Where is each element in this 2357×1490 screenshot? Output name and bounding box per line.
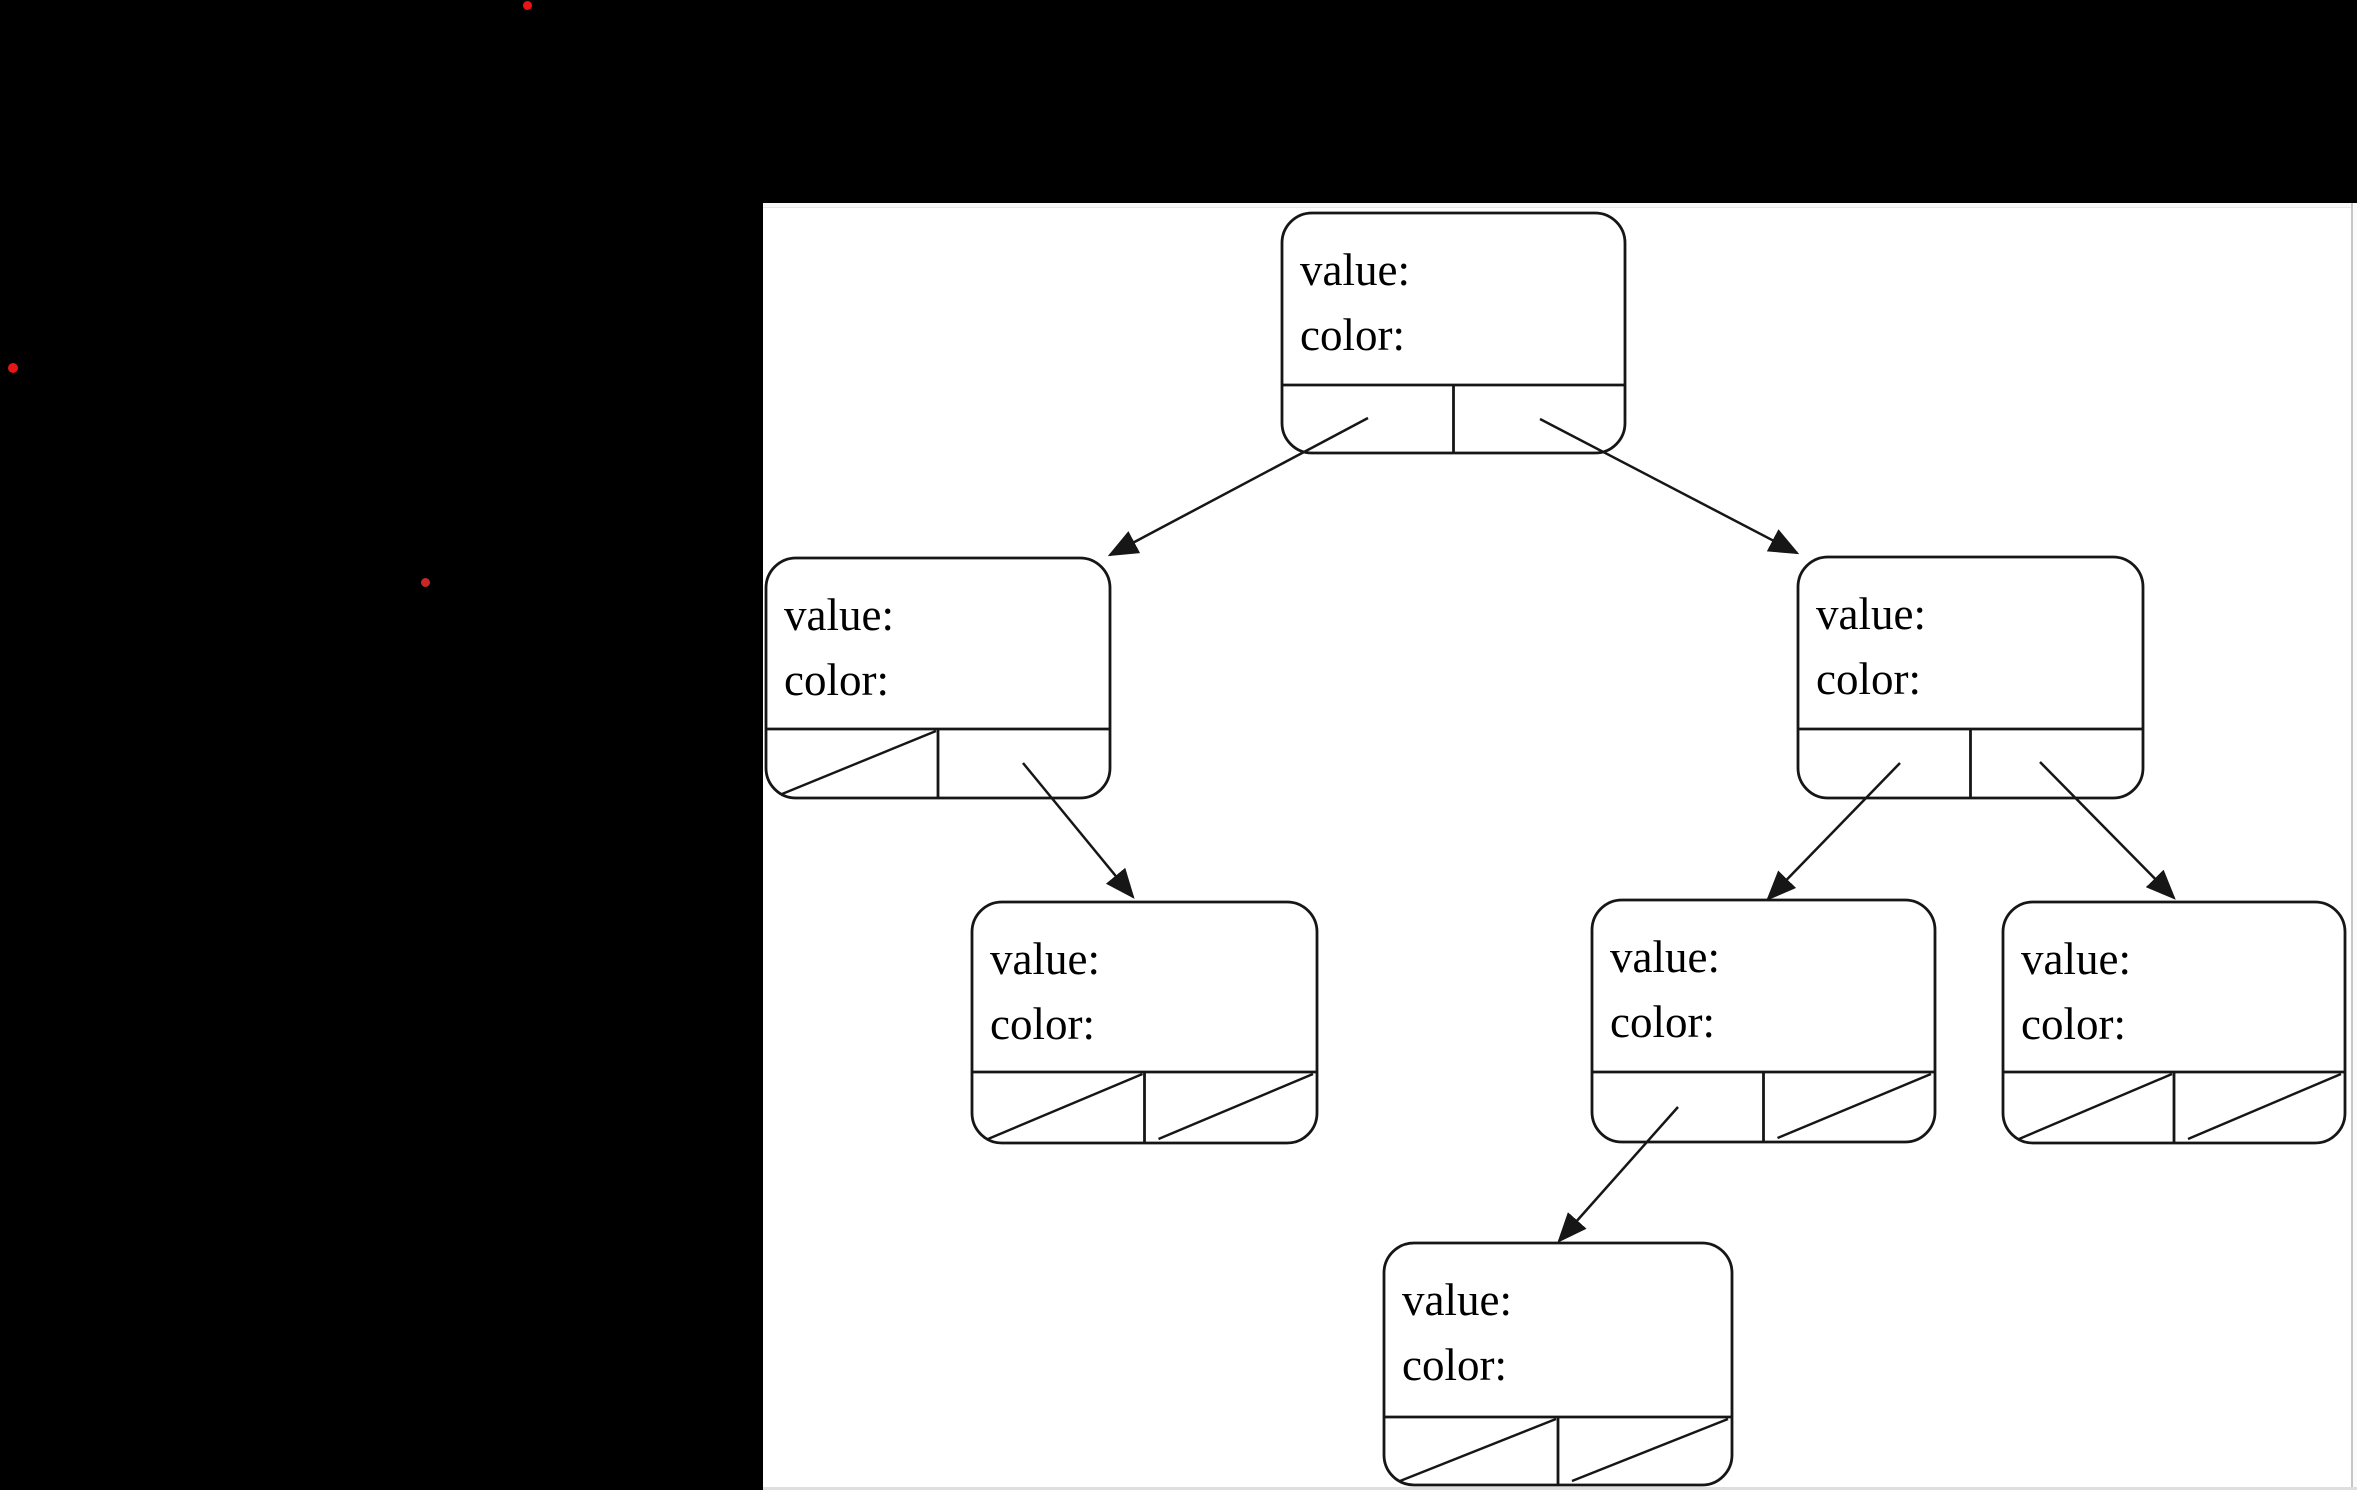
tree-node-right: value: color:	[1796, 555, 2145, 800]
null-pointer-slash-right	[1777, 1072, 1932, 1140]
node-color-label: color:	[1610, 997, 1715, 1047]
node-value-label: value:	[1816, 589, 1926, 639]
cursor-dot	[522, 0, 532, 10]
node-color-label: color:	[1300, 310, 1405, 360]
node-value-label: value:	[784, 590, 894, 640]
node-value-label: value:	[1300, 245, 1410, 295]
null-pointer-slash-right	[1571, 1417, 1729, 1483]
window-right-edge	[2351, 203, 2357, 1490]
tree-node-right-left: value: color:	[1590, 898, 1937, 1144]
node-color-label: color:	[784, 655, 889, 705]
window-bottom-edge	[763, 1487, 2357, 1490]
node-color-label: color:	[1816, 654, 1921, 704]
pointer-arrow	[1107, 416, 1369, 557]
null-pointer-slash-left	[781, 729, 937, 796]
tree-node-bottom: value: color:	[1382, 1241, 1734, 1487]
tree-node-left: value: color:	[764, 556, 1112, 800]
null-pointer-slash-left	[1399, 1417, 1557, 1483]
node-value-label: value:	[2021, 934, 2131, 984]
edges-layer	[1022, 416, 2176, 1243]
nodes-layer: value:color:value:color:value:color:valu…	[764, 211, 2347, 1487]
null-pointer-slash-left	[2018, 1072, 2173, 1141]
pointer-arrow	[2039, 761, 2176, 900]
node-color-label: color:	[2021, 999, 2126, 1049]
null-pointer-slash-left	[987, 1072, 1143, 1141]
node-value-label: value:	[1402, 1275, 1512, 1325]
tree-node-right-right: value: color:	[2001, 900, 2347, 1145]
node-color-label: color:	[1402, 1340, 1507, 1390]
cursor-dot	[8, 363, 18, 373]
pointer-arrow	[1766, 762, 1901, 901]
pointer-arrow	[1539, 417, 1800, 555]
pointer-arrow	[1557, 1106, 1679, 1243]
pointer-arrow	[1022, 762, 1135, 899]
window-top-edge	[763, 203, 2357, 208]
cursor-dot	[420, 577, 430, 587]
tree-node-left-right: value: color:	[970, 900, 1319, 1145]
node-color-label: color:	[990, 999, 1095, 1049]
node-value-label: value:	[1610, 932, 1720, 982]
null-pointer-slash-right	[1158, 1072, 1314, 1141]
binary-tree-diagram: value:color:value:color:value:color:valu…	[764, 211, 2347, 1487]
null-pointer-slash-right	[2187, 1072, 2342, 1141]
tree-node-root: value: color:	[1280, 211, 1627, 455]
node-value-label: value:	[990, 934, 1100, 984]
